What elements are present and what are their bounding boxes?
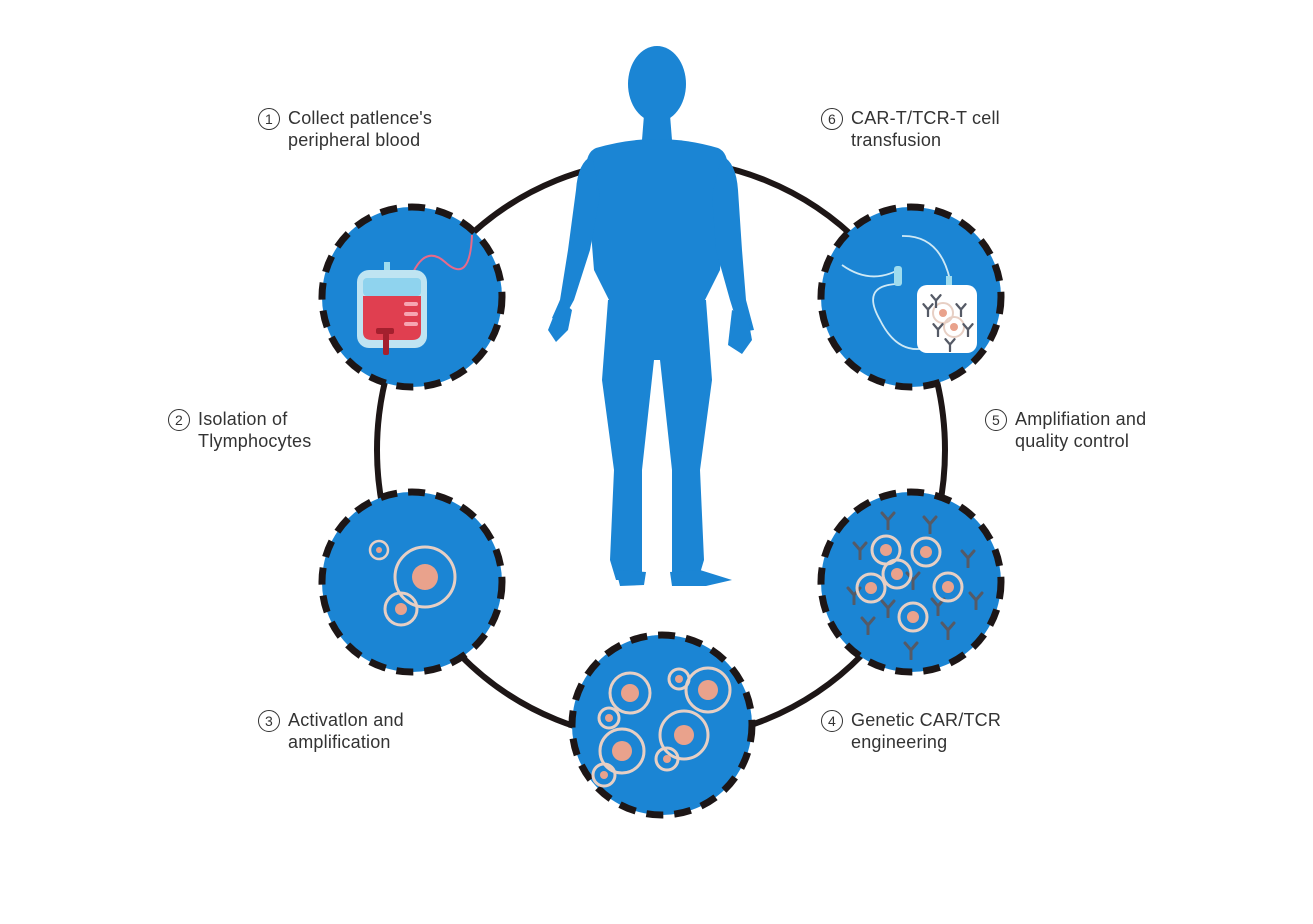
human-silhouette-icon: [548, 46, 754, 586]
step-4-text-line-2: engineering: [851, 732, 948, 752]
t-cell-icon: [855, 534, 964, 633]
step-5-text-line-1: Amplifiation and: [1015, 409, 1147, 429]
step-1-number: 1: [258, 108, 280, 130]
blood-bag-icon: [357, 234, 473, 355]
step-6-text-line-2: transfusion: [851, 130, 942, 150]
step-1-text-line-1: Collect patlence's: [288, 108, 433, 128]
step-1-label: 1 Collect patlence's peripheral blood: [258, 107, 432, 151]
step-2-label: 2 Isolation of Tlymphocytes: [168, 408, 311, 452]
step-2-text-line-1: Isolation of: [198, 409, 288, 429]
step-4-circle: [568, 631, 756, 819]
step-1-text-line-2: peripheral blood: [288, 130, 421, 150]
step-3-label: 3 Activatlon and amplification: [258, 709, 404, 753]
step-2-number: 2: [168, 409, 190, 431]
t-cell-icon: [591, 666, 732, 788]
step-3-text-line-2: amplification: [288, 732, 391, 752]
step-6-number: 6: [821, 108, 843, 130]
step-4-number: 4: [821, 710, 843, 732]
step-3-number: 3: [258, 710, 280, 732]
step-5-label: 5 Amplifiation and quality control: [985, 408, 1146, 452]
step-4-label: 4 Genetic CAR/TCR engineering: [821, 709, 1001, 753]
step-4-text-line-1: Genetic CAR/TCR: [851, 710, 1002, 730]
step-5-text-line-2: quality control: [1015, 431, 1130, 451]
step-6-label: 6 CAR-T/TCR-T cell transfusion: [821, 107, 1000, 151]
step-3-circle: [318, 488, 506, 676]
step-2-text-line-2: Tlymphocytes: [198, 431, 312, 451]
step-5-number: 5: [985, 409, 1007, 431]
step-3-text-line-1: Activatlon and: [288, 710, 404, 730]
infusion-bag-icon: [841, 235, 977, 353]
t-cell-icon: [368, 539, 457, 627]
step-6-text-line-1: CAR-T/TCR-T cell: [851, 108, 1000, 128]
step-1-circle: [318, 203, 506, 391]
step-6-circle: [817, 203, 1005, 391]
step-5-circle: [817, 488, 1005, 676]
